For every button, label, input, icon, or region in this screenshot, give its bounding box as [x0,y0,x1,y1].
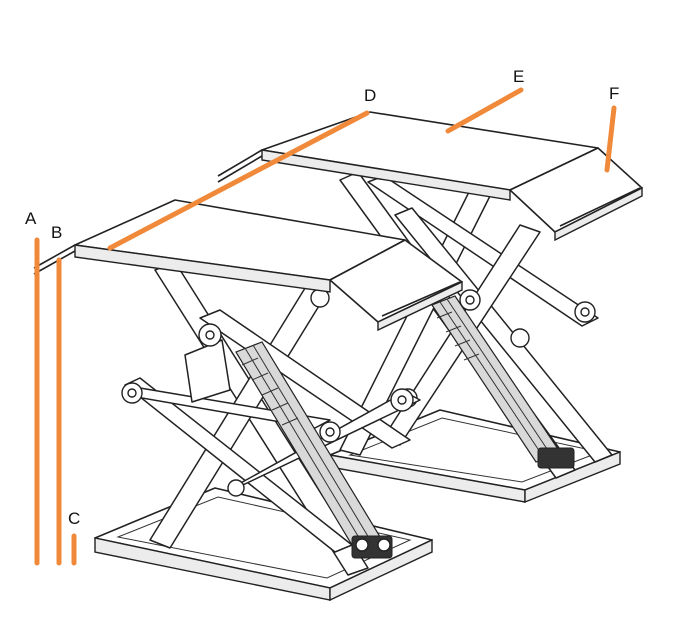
label-e: E [513,67,524,86]
dimension-line-d [107,110,370,251]
label-d: D [364,86,376,105]
label-f: F [609,84,619,103]
label-b: B [51,223,62,242]
front-hydraulic-cylinders [235,341,393,559]
label-a: A [25,209,37,228]
label-c: C [68,509,80,528]
front-platform [33,199,463,332]
dimension-markers [34,87,617,566]
dimension-line-e [445,87,524,134]
dimension-line-f [604,105,617,173]
rear-hydraulic-cylinders [431,295,575,469]
front-scissor-arms [121,261,421,576]
